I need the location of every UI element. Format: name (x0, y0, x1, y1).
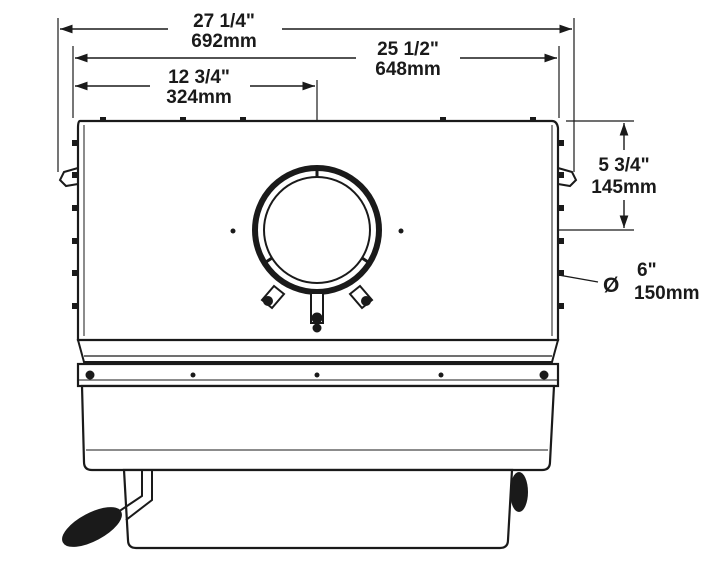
center-offset-imperial: 12 3/4" (168, 67, 230, 88)
inner-width-imperial: 25 1/2" (377, 39, 439, 60)
height-offset-imperial: 5 3/4" (598, 155, 649, 176)
center-offset-metric: 324mm (166, 87, 232, 108)
flange-screws (85, 370, 549, 380)
side-studs (72, 117, 564, 309)
left-control-handle (62, 470, 153, 547)
flue-diameter-metric: 150mm (634, 283, 700, 304)
flue-bracket-center (310, 292, 324, 333)
height-offset-metric: 145mm (591, 177, 657, 198)
diameter-symbol: Ø (603, 274, 619, 297)
dimension-center-offset: 12 3/4" 324mm (75, 64, 315, 108)
appliance-body (58, 117, 578, 550)
flue-collar (252, 165, 382, 295)
dimension-height-offset: 5 3/4" 145mm (586, 123, 662, 228)
inner-width-metric: 648mm (375, 59, 441, 80)
flue-bracket-left (260, 284, 286, 310)
overall-width-metric: 692mm (191, 31, 257, 52)
dimension-inner-width: 25 1/2" 648mm (75, 38, 557, 80)
right-knob (510, 472, 528, 512)
dimension-overall-width: 27 1/4" 692mm (59, 10, 572, 52)
overall-width-imperial: 27 1/4" (193, 11, 255, 32)
flue-bracket-right (348, 284, 374, 310)
flue-diameter-imperial: 6" (637, 260, 657, 281)
